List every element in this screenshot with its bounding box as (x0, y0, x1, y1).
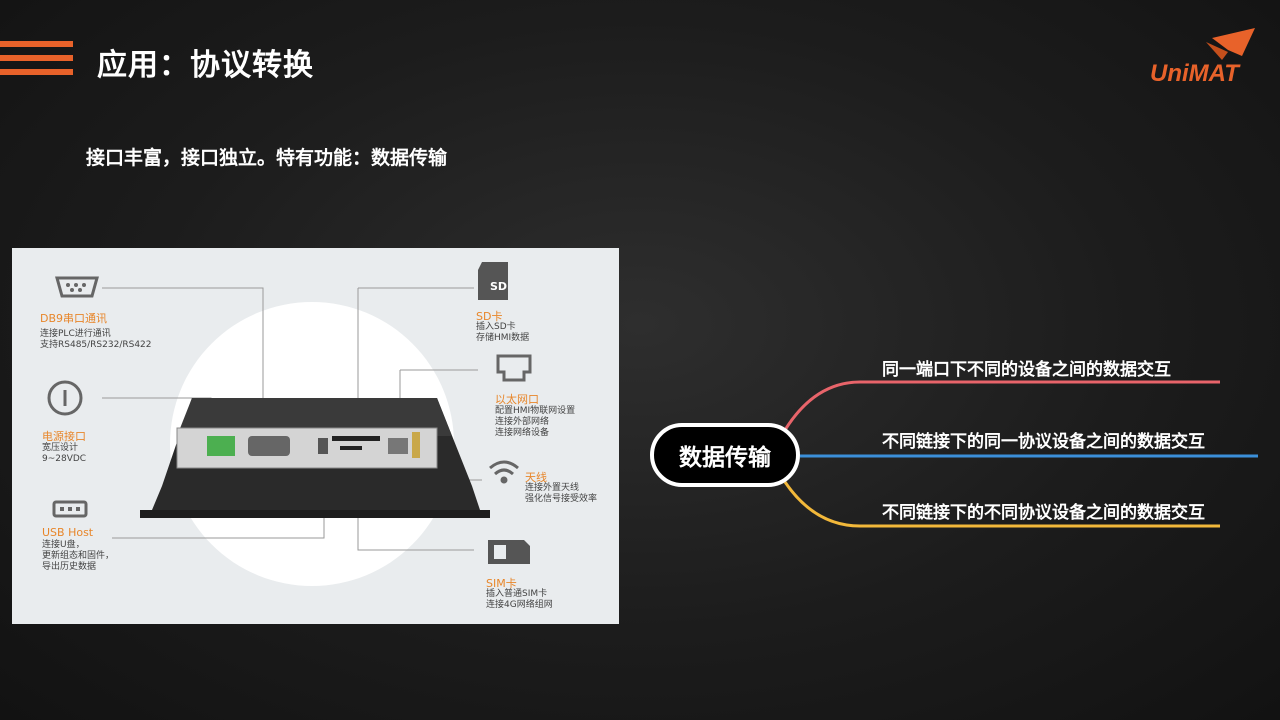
wifi-icon (489, 460, 519, 484)
ethernet-desc-2: 连接外部网络 (495, 417, 550, 427)
mindmap-branch-1: 同一端口下不同的设备之间的数据交互 (882, 360, 1171, 380)
sim-label: SIM卡 (486, 577, 517, 590)
page-title: 应用：协议转换 (97, 48, 314, 83)
db9-icon (55, 276, 99, 298)
mindmap-branch-3: 不同链接下的不同协议设备之间的数据交互 (882, 503, 1205, 523)
sim-card-icon (488, 540, 530, 564)
sd-icon-text: SD (490, 280, 508, 293)
hmi-device-back (140, 398, 490, 518)
subtitle: 接口丰富，接口独立。特有功能：数据传输 (86, 147, 448, 169)
unimat-logo-icon (1206, 28, 1255, 60)
sd-label: SD卡 (476, 310, 503, 323)
usb-desc-2: 更新组态和固件， (42, 551, 115, 561)
power-desc-2: 9~28VDC (42, 454, 87, 464)
power-desc-1: 宽压设计 (42, 443, 79, 453)
mindmap-center-node: 数据传输 (650, 423, 800, 487)
db9-desc-1: 连接PLC进行通讯 (40, 329, 111, 339)
usb-icon (52, 500, 88, 518)
antenna-label: 天线 (525, 471, 547, 484)
db9-desc-2: 支持RS485/RS232/RS422 (40, 340, 152, 350)
power-label: 电源接口 (42, 430, 86, 443)
branch-line-3 (783, 481, 1220, 528)
mindmap-connectors (783, 380, 1258, 528)
antenna-desc-2: 强化信号接受效率 (525, 494, 598, 504)
sd-card-icon (478, 262, 508, 300)
sd-desc-2: 存储HMI数据 (476, 333, 530, 343)
sim-desc-2: 连接4G网络组网 (486, 600, 553, 610)
usb-desc-1: 连接U盘， (42, 540, 85, 550)
sd-desc-1: 插入SD卡 (476, 322, 516, 332)
ethernet-icon (496, 354, 532, 382)
device-interface-image: SD DB9串口通讯 连接PLC进行通讯 支持RS485/RS232/RS422… (12, 248, 619, 624)
db9-label: DB9串口通讯 (40, 312, 108, 325)
ethernet-label: 以太网口 (495, 393, 539, 406)
usb-label: USB Host (42, 526, 94, 539)
ethernet-desc-1: 配置HMI物联网设置 (495, 406, 576, 416)
logo-text: UniMAT (1150, 60, 1239, 87)
mindmap-branch-2: 不同链接下的同一协议设备之间的数据交互 (882, 432, 1205, 452)
sim-desc-1: 插入普通SIM卡 (486, 589, 548, 599)
antenna-desc-1: 连接外置天线 (525, 483, 580, 493)
power-icon (47, 380, 83, 416)
usb-desc-3: 导出历史数据 (42, 562, 97, 572)
branch-line-1 (783, 380, 1220, 431)
menu-stripes-decoration (0, 41, 73, 77)
ethernet-desc-3: 连接网络设备 (495, 428, 550, 438)
